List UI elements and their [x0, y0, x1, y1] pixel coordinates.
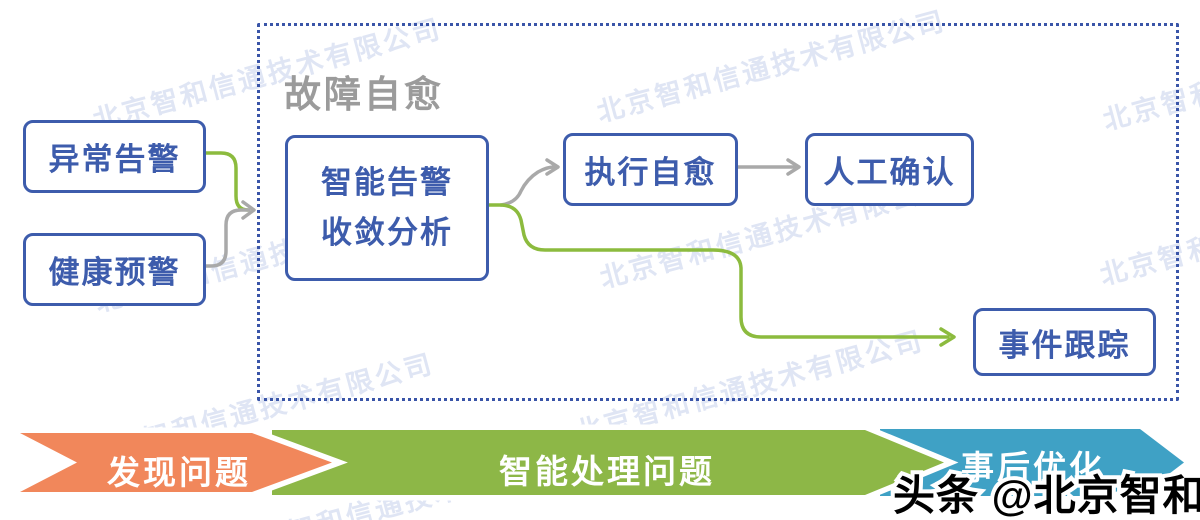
node-smart-convergence: 智能告警 收敛分析	[285, 135, 489, 281]
connector-convergence-to-execute	[499, 165, 556, 207]
connector-convergence-to-tracking	[481, 203, 950, 339]
convergence-line-2: 收敛分析	[321, 215, 453, 250]
arrowhead-execute	[545, 158, 560, 176]
node-health-warning: 健康预警	[23, 233, 206, 306]
phase-label-discover: 发现问题	[107, 454, 251, 491]
convergence-line-1: 智能告警	[321, 164, 453, 200]
node-smart-convergence-text: 智能告警 收敛分析	[321, 158, 453, 258]
fault-selfheal-group-title: 故障自愈	[284, 74, 444, 115]
phase-label-process: 智能处理问题	[499, 453, 715, 490]
node-manual-confirm: 人工确认	[805, 133, 974, 206]
phase-banner-discover	[17, 427, 348, 498]
fault-selfheal-group-border	[257, 23, 1179, 401]
phase-label-optimize: 事后优化	[961, 449, 1105, 486]
credit-watermark-outline: 头条 @北京智和信通	[889, 468, 1200, 520]
phase-banner-optimize	[880, 429, 1184, 496]
arrowhead-tracking	[939, 327, 956, 347]
arrowhead-confirm	[786, 158, 801, 176]
connector-health-to-hub	[198, 208, 251, 268]
connector-abnormal-to-hub	[198, 151, 250, 212]
arrowhead-into-group	[241, 200, 256, 220]
node-execute-selfheal: 执行自愈	[563, 133, 738, 206]
node-event-tracking: 事件跟踪	[973, 308, 1156, 376]
node-abnormal-alert: 异常告警	[23, 120, 206, 193]
credit-watermark: 头条 @北京智和信通 头条 @北京智和信通	[889, 462, 1200, 520]
credit-watermark-fill: 头条 @北京智和信通	[893, 472, 1200, 519]
